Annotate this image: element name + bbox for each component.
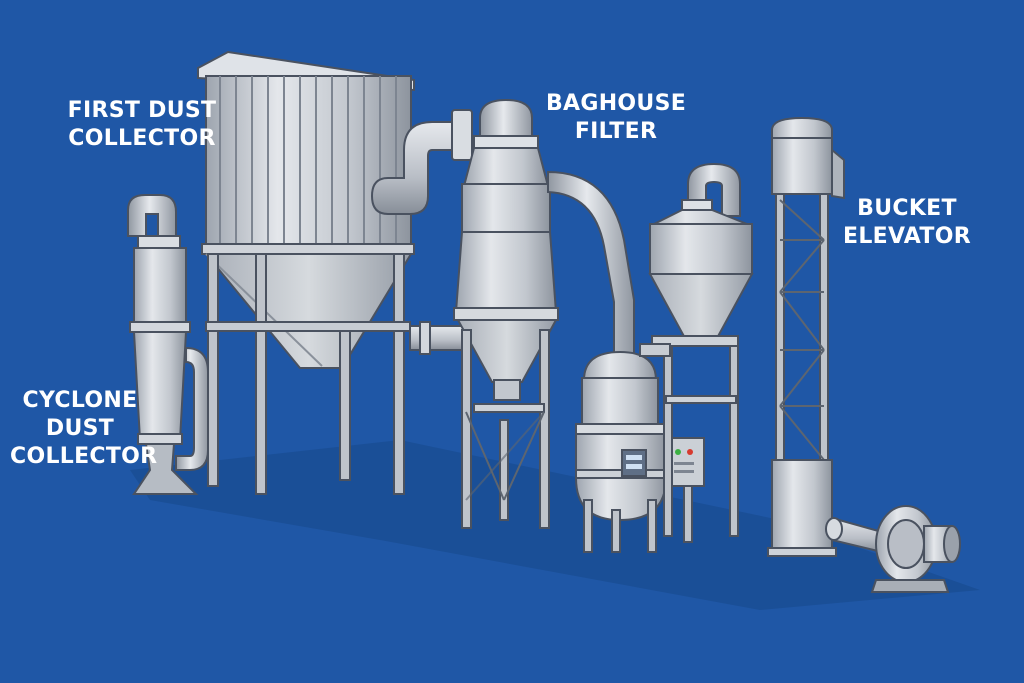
secondary-cyclone <box>639 162 754 537</box>
baghouse-filter-label-line1: BAGHOUSE <box>545 91 687 116</box>
baghouse-filter-label: BAGHOUSE FILTER <box>536 90 696 146</box>
first-dust-collector-label-line2: COLLECTOR <box>68 126 216 151</box>
cyclone-dust-collector-label-line2: DUST <box>45 416 115 441</box>
first-dust-collector <box>197 50 415 495</box>
connecting-duct <box>370 109 473 355</box>
bucket-elevator-label-line2: ELEVATOR <box>843 224 971 249</box>
cyclone-dust-collector-label: CYCLONE DUST COLLECTOR <box>10 387 158 471</box>
cyclone-dust-collector-label-line1: CYCLONE <box>22 388 138 413</box>
cyclone-dust-collector <box>127 194 209 495</box>
separator-unit <box>575 350 705 553</box>
first-dust-collector-label: FIRST DUST COLLECTOR <box>62 97 222 153</box>
first-dust-collector-label-line1: FIRST DUST <box>67 98 217 123</box>
bucket-elevator-label: BUCKET ELEVATOR <box>842 195 972 251</box>
floor-shadow <box>130 440 980 610</box>
red-indicator-light <box>687 449 693 455</box>
bucket-elevator <box>767 116 845 557</box>
baghouse-filter <box>453 98 559 529</box>
return-pipe <box>547 170 635 363</box>
blower-fan <box>825 505 961 593</box>
cyclone-dust-collector-label-line3: COLLECTOR <box>10 444 158 469</box>
bucket-elevator-label-line1: BUCKET <box>857 196 957 221</box>
green-indicator-light <box>675 449 681 455</box>
baghouse-filter-label-line2: FILTER <box>574 119 658 144</box>
